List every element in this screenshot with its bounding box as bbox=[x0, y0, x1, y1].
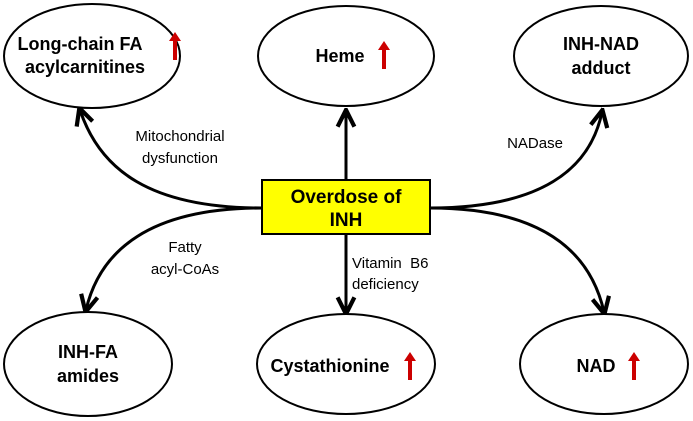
node-nad: NAD bbox=[519, 313, 689, 415]
edge-label-b6-line1: Vitamin B6 bbox=[352, 255, 428, 272]
node-heme-label: Heme bbox=[315, 46, 364, 66]
node-nad-label: NAD bbox=[577, 356, 616, 376]
center-line1: Overdose of bbox=[291, 187, 403, 208]
up-arrow-icon bbox=[378, 41, 390, 69]
node-heme: Heme bbox=[257, 5, 435, 107]
node-cystathionine-label: Cystathionine bbox=[270, 356, 389, 376]
edge-to-fa-acylcarnitines bbox=[80, 110, 263, 210]
node-fa-acylcarnitines-line2: acylcarnitines bbox=[25, 57, 145, 77]
node-inh-nad-line2: adduct bbox=[571, 58, 630, 78]
edge-to-nad bbox=[429, 206, 604, 312]
edge-label-mito-line2: dysfunction bbox=[142, 150, 218, 167]
edge-label-fatty-line1: Fatty bbox=[168, 239, 202, 256]
node-inh-fa-line2: amides bbox=[57, 366, 119, 386]
edge-label-nadase: NADase bbox=[507, 135, 563, 152]
node-inh-nad-line1: INH-NAD bbox=[563, 34, 639, 54]
edge-to-inh-fa bbox=[86, 206, 263, 310]
up-arrow-icon bbox=[628, 352, 640, 380]
edge-to-inh-nad bbox=[429, 112, 602, 210]
node-inh-fa-line1: INH-FA bbox=[58, 342, 118, 362]
node-fa-acylcarnitines: Long-chain FA acylcarnitines bbox=[3, 3, 181, 109]
edge-label-mito-line1: Mitochondrial bbox=[135, 128, 224, 145]
node-inh-nad: INH-NAD adduct bbox=[513, 5, 689, 107]
up-arrow-icon bbox=[169, 32, 181, 60]
edge-label-fatty-line2: acyl-CoAs bbox=[151, 261, 219, 278]
edge-label-b6-line2: deficiency bbox=[352, 276, 419, 293]
node-fa-acylcarnitines-line1: Long-chain FA bbox=[18, 34, 143, 54]
center-box: Overdose of INH bbox=[261, 179, 431, 235]
node-cystathionine: Cystathionine bbox=[256, 313, 436, 415]
up-arrow-icon bbox=[404, 352, 416, 380]
node-inh-fa: INH-FA amides bbox=[3, 311, 173, 417]
center-line2: INH bbox=[330, 210, 363, 231]
